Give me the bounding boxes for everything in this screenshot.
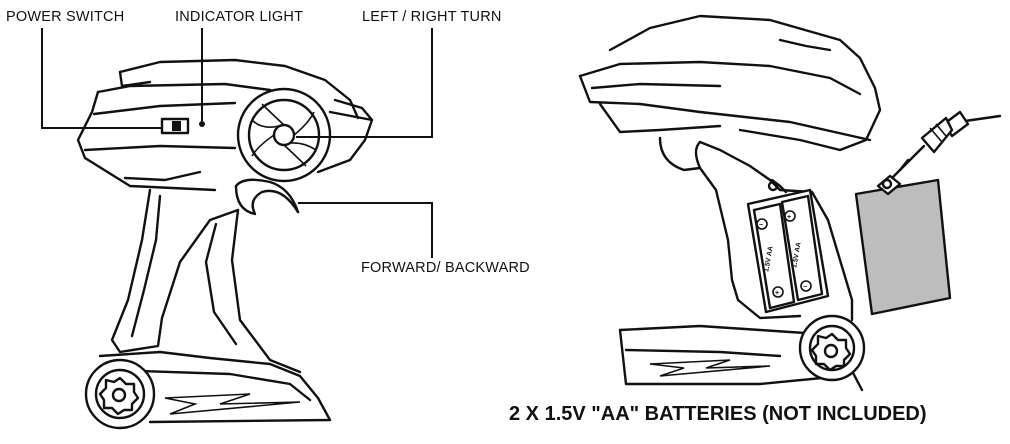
left-right-turn-label: LEFT / RIGHT TURN xyxy=(362,9,502,25)
leader-lines xyxy=(41,28,433,258)
battery-2-minus: − xyxy=(803,284,807,291)
battery-1-label: 1.5V AA xyxy=(763,246,774,273)
left-controller-illustration xyxy=(76,58,374,430)
forward-backward-label: FORWARD/ BACKWARD xyxy=(361,260,530,276)
battery-1-minus: − xyxy=(759,222,763,229)
battery-2-label: 1.5V AA xyxy=(791,242,802,269)
right-controller-illustration: 1.5V AA − + 1.5V AA + − xyxy=(578,14,882,392)
battery-caption: 2 X 1.5V "AA" BATTERIES (NOT INCLUDED) xyxy=(509,403,927,425)
indicator-light xyxy=(199,121,205,127)
battery-2-plus: + xyxy=(787,214,791,221)
battery-1-plus: + xyxy=(775,290,779,297)
steering-wheel xyxy=(236,87,332,183)
indicator-light-label: INDICATOR LIGHT xyxy=(175,9,304,25)
throttle-trigger xyxy=(234,184,300,216)
battery-1: 1.5V AA xyxy=(763,246,774,273)
battery-cover xyxy=(854,174,952,316)
power-switch-label: POWER SWITCH xyxy=(6,9,125,25)
screwdriver-icon xyxy=(890,110,1002,180)
battery-2: 1.5V AA xyxy=(791,242,802,269)
